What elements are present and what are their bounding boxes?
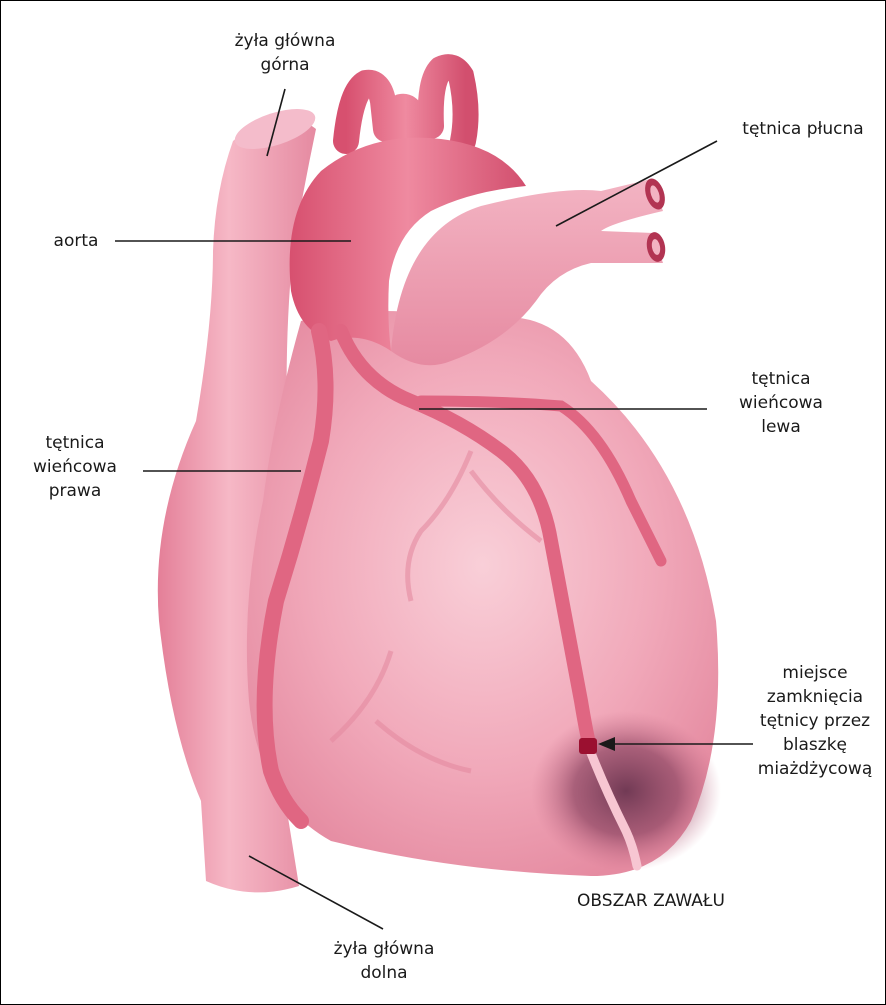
label-line: tętnicy przez [747,709,883,733]
label-line: żyła główna [225,29,345,53]
label-left-coronary-artery: tętnica wieńcowa lewa [721,367,841,439]
label-line: górna [225,53,345,77]
label-line: tętnica [721,367,841,391]
label-superior-vena-cava: żyła główna górna [225,29,345,77]
label-line: lewa [721,415,841,439]
label-pulmonary-artery: tętnica płucna [733,117,873,141]
label-inferior-vena-cava: żyła główna dolna [319,937,449,985]
aortic-branches [346,67,466,141]
label-line: wieńcowa [721,391,841,415]
label-line: zamknięcia [747,685,883,709]
label-line: dolna [319,961,449,985]
label-line: OBSZAR ZAWAŁU [551,889,751,913]
label-right-coronary-artery: tętnica wieńcowa prawa [15,431,135,503]
label-line: prawa [15,479,135,503]
label-line: tętnica płucna [733,117,873,141]
infarct-area [531,711,721,871]
plaque-marker [579,738,597,754]
label-line: żyła główna [319,937,449,961]
label-infarct-area: OBSZAR ZAWAŁU [551,889,751,913]
label-line: tętnica [15,431,135,455]
label-line: aorta [41,229,111,253]
label-aorta: aorta [41,229,111,253]
label-line: blaszkę [747,733,883,757]
label-line: miażdżycową [747,757,883,781]
leader-ivc [249,856,383,929]
label-line: wieńcowa [15,455,135,479]
label-occlusion-site: miejsce zamknięcia tętnicy przez blaszkę… [747,661,883,781]
label-line: miejsce [747,661,883,685]
